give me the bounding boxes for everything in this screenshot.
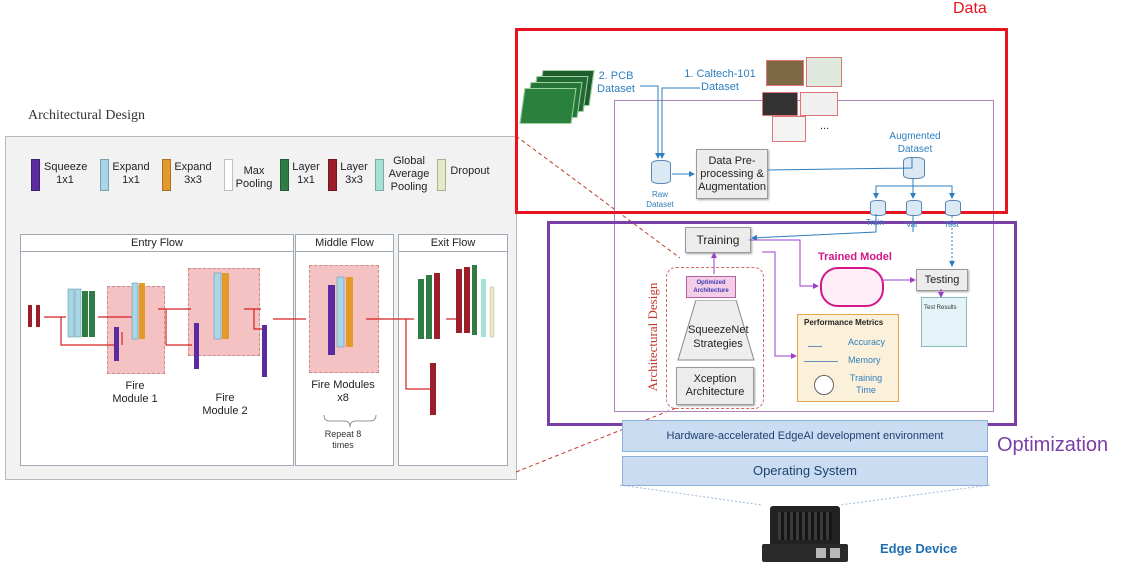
- legend-expand3: Expand 3x3: [174, 161, 212, 186]
- legend-layer1: Layer 1x1: [292, 161, 320, 186]
- memory-icon: [804, 353, 838, 362]
- exit-flow-box: Exit Flow: [398, 234, 508, 466]
- legend-swatch-layer3: [328, 159, 337, 191]
- test-results-label: Test Results: [924, 305, 957, 311]
- legend-swatch-layer1: [280, 159, 289, 191]
- legend-swatch-squeeze: [31, 159, 40, 191]
- val-icon: [906, 200, 922, 216]
- legend-expand1: Expand 1x1: [112, 161, 150, 186]
- data-label: Data: [953, 0, 987, 17]
- train-icon: [870, 200, 886, 216]
- clock-icon: [814, 375, 834, 395]
- caltech-ellipsis: ...: [820, 120, 830, 132]
- caltech-image-4: [800, 92, 838, 116]
- performance-metrics-title: Performance Metrics: [804, 318, 884, 327]
- testing-box: Testing: [916, 269, 968, 291]
- test-label: Test: [944, 220, 959, 229]
- training-time-label: Training Time: [849, 373, 883, 395]
- legend-gap: Global Average Pooling: [388, 155, 430, 193]
- caltech-image-1: [766, 60, 804, 86]
- middle-flow-box: Middle Flow Fire Modules x8 Repeat 8 tim…: [295, 234, 394, 466]
- middle-flow-title: Middle Flow: [296, 235, 393, 252]
- squeezenet-label: SqueezeNet Strategies: [688, 324, 749, 350]
- caltech-image-5: [772, 116, 806, 142]
- arch-design-column: [666, 267, 764, 409]
- caltech-dataset-label: 1. Caltech-101 Dataset: [684, 68, 756, 93]
- legend-dropout: Dropout: [450, 165, 490, 177]
- bar-chart-icon: [808, 334, 822, 347]
- xception-box: Xception Architecture: [676, 367, 754, 405]
- raw-dataset-icon: [651, 160, 671, 184]
- preprocess-box: Data Pre-processing & Augmentation: [696, 149, 768, 199]
- legend-swatch-dropout: [437, 159, 446, 191]
- squeezenet-trapezoid: [677, 300, 755, 361]
- caltech-image-3: [762, 92, 798, 116]
- train-label: Train: [866, 218, 884, 227]
- fire-module-2-label: Fire Module 2: [202, 392, 248, 417]
- entry-flow-title: Entry Flow: [21, 235, 293, 252]
- entry-flow-box: Entry Flow Fire Module 1 Fire Module 2: [20, 234, 294, 466]
- brain-icon: [820, 267, 884, 307]
- pcb-dataset-label: 2. PCB Dataset: [597, 70, 635, 95]
- legend-layer3: Layer 3x3: [340, 161, 368, 186]
- caltech-image-2: [806, 57, 842, 87]
- memory-label: Memory: [848, 355, 881, 365]
- training-box: Training: [685, 227, 751, 253]
- data-region: [515, 28, 1008, 214]
- legend-swatch-expand3: [162, 159, 171, 191]
- accuracy-label: Accuracy: [848, 337, 886, 347]
- os-bar: Operating System: [622, 456, 988, 486]
- edge-device-image: [762, 500, 848, 566]
- optimization-label: Optimization: [997, 434, 1109, 456]
- exit-flow-title: Exit Flow: [399, 235, 507, 252]
- trained-model-label: Trained Model: [818, 251, 892, 263]
- edge-device-label: Edge Device: [880, 541, 958, 556]
- legend-swatch-maxpool: [224, 159, 233, 191]
- raw-dataset-label: Raw Dataset: [646, 190, 674, 209]
- legend-swatch-expand1: [100, 159, 109, 191]
- hw-env-bar: Hardware-accelerated EdgeAI development …: [622, 420, 988, 452]
- network-diagram: [28, 265, 495, 428]
- repeat-label: Repeat 8 times: [324, 429, 362, 450]
- val-label: Val: [906, 220, 917, 229]
- optimized-architecture-box: Optimized Architecture: [686, 276, 736, 298]
- architecture-panel: Squeeze 1x1 Expand 1x1 Expand 3x3 Max Po…: [5, 136, 517, 480]
- legend-swatch-gap: [375, 159, 384, 191]
- fire-module-1-label: Fire Module 1: [112, 380, 158, 405]
- legend-maxpool: Max Pooling: [235, 165, 273, 190]
- test-results-doc: [921, 297, 967, 347]
- fire-modules-label: Fire Modules x8: [311, 379, 375, 404]
- legend-squeeze: Squeeze 1x1: [44, 161, 88, 186]
- arch-design-title: Architectural Design: [28, 108, 146, 123]
- augmented-dataset-label: Augmented Dataset: [889, 131, 941, 155]
- test-icon: [945, 200, 961, 216]
